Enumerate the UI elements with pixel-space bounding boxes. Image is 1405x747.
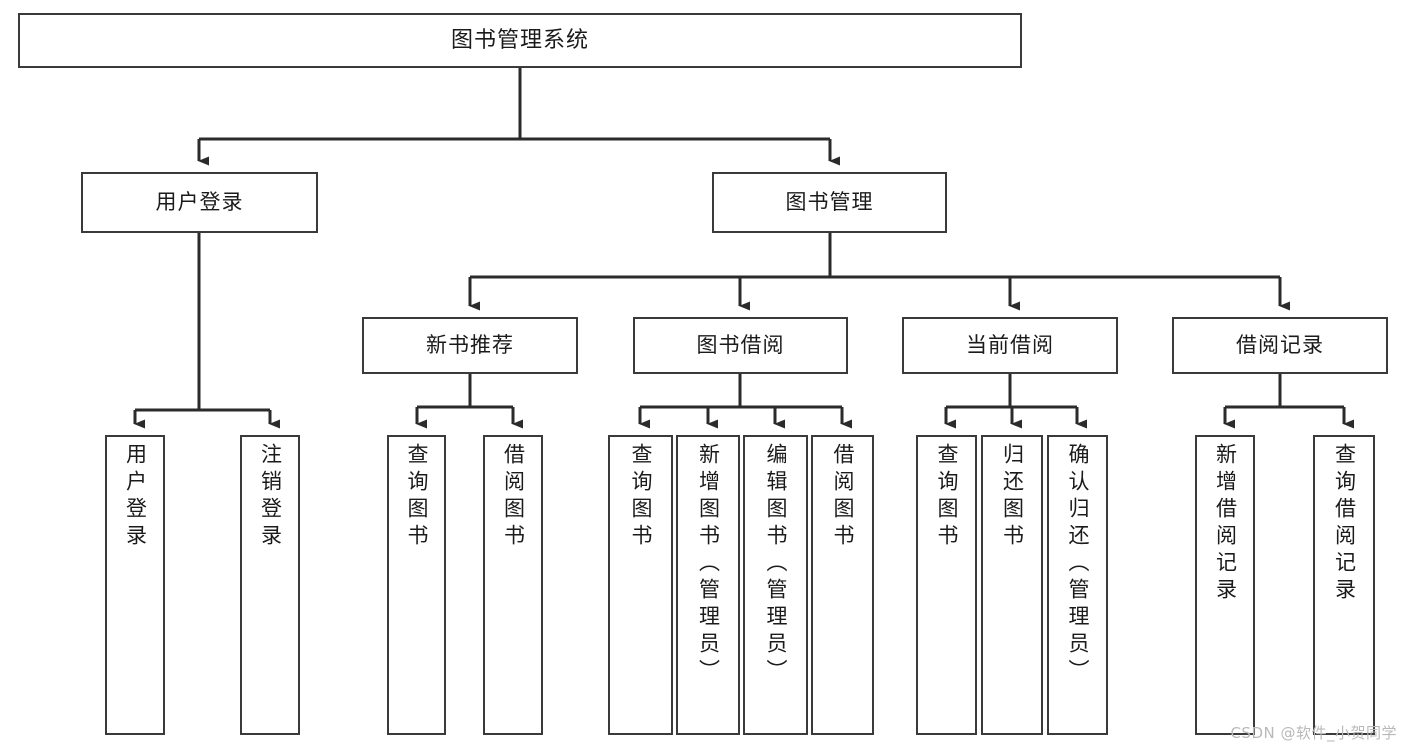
node-current-borrow[interactable]: 当前借阅 [902,317,1118,374]
leaf-label: 确认归还（管理员） [1066,443,1090,686]
node-borrow-record[interactable]: 借阅记录 [1172,317,1388,374]
node-book-borrow[interactable]: 图书借阅 [633,317,848,374]
leaf-label: 借阅图书 [831,443,855,551]
leaf-user-login[interactable]: 用户登录 [105,435,165,735]
leaf-label: 查询借阅记录 [1332,443,1357,605]
node-user-login[interactable]: 用户登录 [81,172,318,233]
leaf-label: 查询图书 [405,443,429,551]
leaf-query-book-borrow[interactable]: 查询图书 [608,435,673,735]
node-current-borrow-label: 当前借阅 [966,333,1054,358]
leaf-label: 查询图书 [935,443,959,551]
leaf-add-book-admin[interactable]: 新增图书（管理员） [676,435,740,735]
node-book-management[interactable]: 图书管理 [712,172,947,233]
leaf-label: 新增图书（管理员） [696,443,721,686]
node-new-book-recommend[interactable]: 新书推荐 [362,317,578,374]
node-root-label: 图书管理系统 [450,27,589,53]
leaf-borrow-book-recommend[interactable]: 借阅图书 [483,435,543,735]
leaf-user-logout[interactable]: 注销登录 [240,435,300,735]
leaf-label: 借阅图书 [501,443,526,551]
leaf-confirm-return-admin[interactable]: 确认归还（管理员） [1047,435,1108,735]
csdn-watermark: CSDN @软件_小贺同学 [1230,724,1397,742]
leaf-label: 归还图书 [1000,443,1025,551]
leaf-query-book-current[interactable]: 查询图书 [916,435,977,735]
leaf-borrow-book[interactable]: 借阅图书 [811,435,874,735]
node-book-management-label: 图书管理 [785,190,874,215]
node-user-login-label: 用户登录 [155,190,244,215]
leaf-add-borrow-record[interactable]: 新增借阅记录 [1195,435,1255,735]
node-new-book-recommend-label: 新书推荐 [426,333,514,358]
leaf-query-book-recommend[interactable]: 查询图书 [387,435,446,735]
leaf-label: 查询图书 [629,443,653,551]
leaf-label: 注销登录 [258,443,283,551]
leaf-edit-book-admin[interactable]: 编辑图书（管理员） [743,435,808,735]
node-borrow-record-label: 借阅记录 [1236,333,1324,358]
leaf-label: 新增借阅记录 [1213,443,1238,605]
leaf-label: 编辑图书（管理员） [764,443,788,686]
leaf-label: 用户登录 [123,443,148,551]
leaf-return-book[interactable]: 归还图书 [981,435,1043,735]
node-root[interactable]: 图书管理系统 [18,13,1022,68]
node-book-borrow-label: 图书借阅 [696,333,785,358]
leaf-query-borrow-record[interactable]: 查询借阅记录 [1313,435,1375,735]
